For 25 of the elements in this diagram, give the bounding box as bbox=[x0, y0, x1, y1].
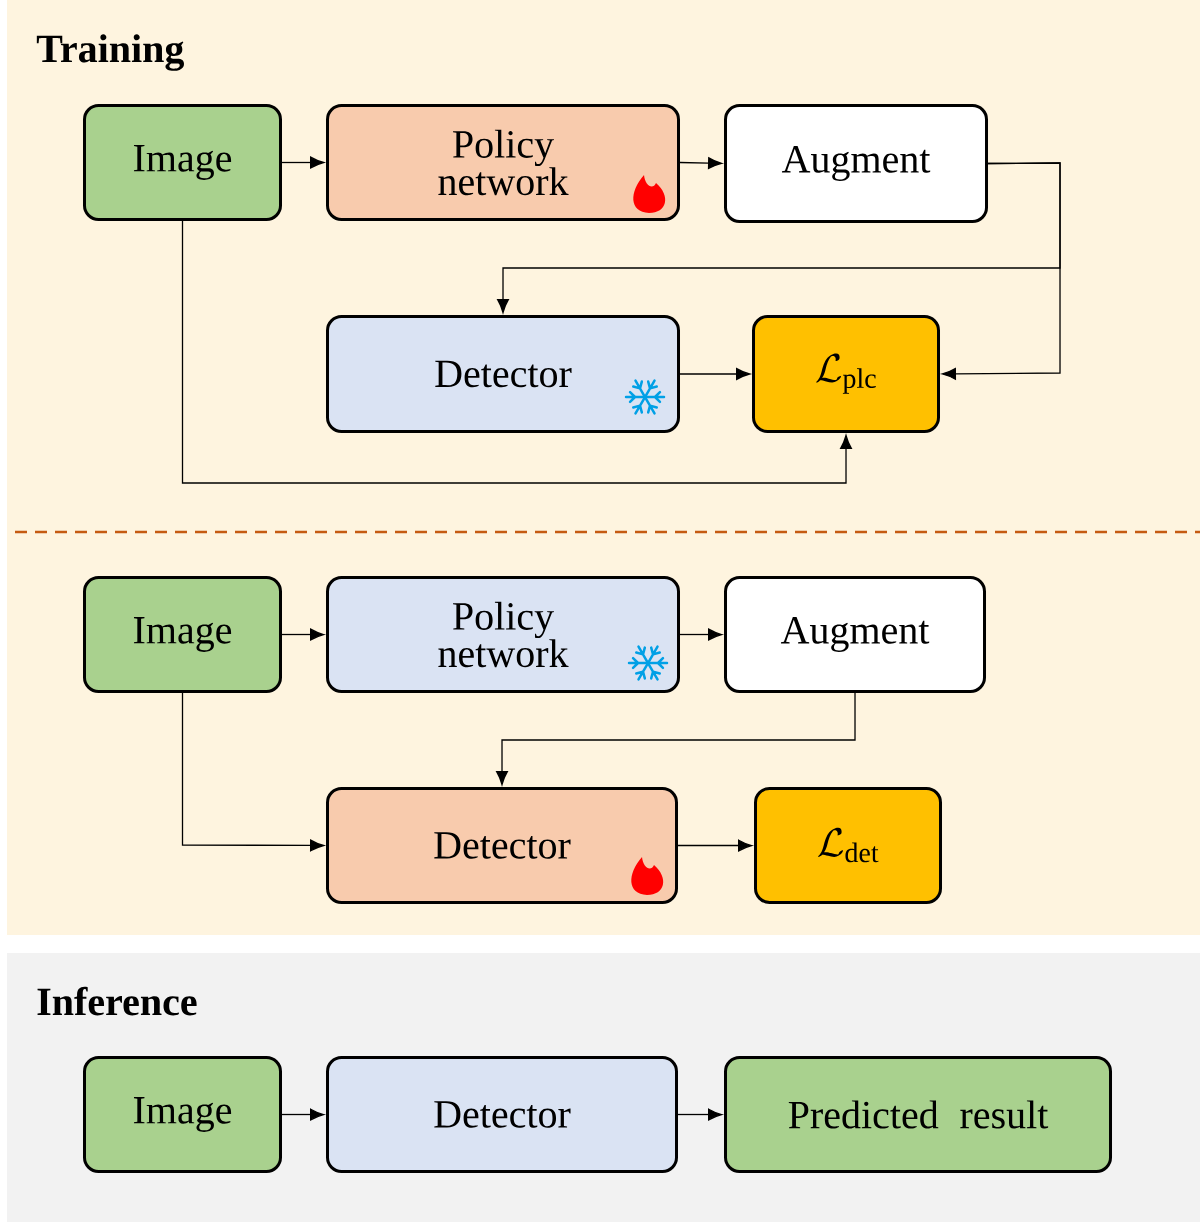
arrow bbox=[679, 157, 723, 170]
process-box: Augment bbox=[724, 104, 988, 223]
arrow bbox=[181, 692, 325, 852]
arrow bbox=[181, 220, 852, 484]
process-box: Detector bbox=[326, 1056, 678, 1173]
process-box: $\mathcal{L}_{\mathrm{det}}$ bbox=[754, 787, 942, 904]
arrow bbox=[679, 368, 751, 380]
arrow bbox=[677, 1108, 723, 1121]
arrow bbox=[941, 162, 1061, 380]
process-box: Image bbox=[83, 104, 282, 221]
arrow bbox=[496, 692, 856, 786]
process-box: Augment bbox=[724, 576, 986, 693]
process-box: Detector bbox=[326, 315, 680, 433]
arrow bbox=[281, 156, 325, 169]
process-box: Predicted result bbox=[724, 1056, 1112, 1173]
arrow bbox=[679, 628, 723, 641]
arrow bbox=[281, 1108, 325, 1121]
arrow bbox=[677, 839, 753, 852]
process-box: $\mathcal{L}_{\mathrm{plc}}$ bbox=[752, 315, 940, 433]
process-box: Image bbox=[83, 1056, 282, 1173]
process-box: Image bbox=[83, 576, 282, 693]
process-box: Policy network bbox=[326, 576, 680, 693]
process-box: Detector bbox=[326, 787, 678, 904]
arrow bbox=[281, 628, 325, 641]
process-box: Policy network bbox=[326, 104, 680, 221]
